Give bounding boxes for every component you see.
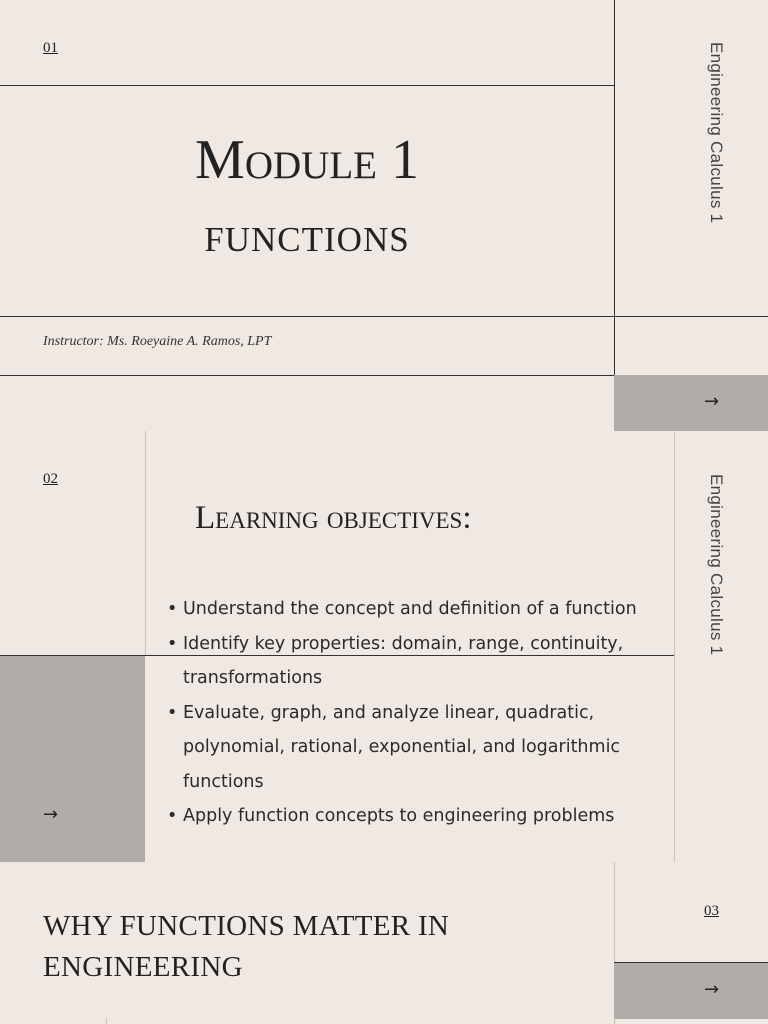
slide1-next-button[interactable]: → bbox=[614, 375, 768, 431]
objectives-list: Understand the concept and definition of… bbox=[165, 592, 675, 834]
slide1-header-divider bbox=[0, 85, 614, 86]
slide3-next-button[interactable]: → bbox=[614, 963, 768, 1019]
slide3-number: 03 bbox=[704, 903, 719, 919]
list-item: Apply function concepts to engineering p… bbox=[165, 799, 675, 834]
slide1-title-topic: functions bbox=[204, 206, 410, 262]
slide1-number: 01 bbox=[43, 40, 58, 56]
list-item: Evaluate, graph, and analyze linear, qua… bbox=[165, 696, 675, 800]
why-functions-heading: WHY FUNCTIONS MATTER IN ENGINEERING bbox=[43, 910, 450, 983]
slide2-left-divider bbox=[145, 431, 146, 656]
slide2-course-label: Engineering Calculus 1 bbox=[707, 474, 726, 656]
slide1-course-label: Engineering Calculus 1 bbox=[707, 42, 726, 224]
slide1-instructor-bottom-divider bbox=[0, 375, 768, 376]
learning-objectives-heading: Learning objectives: bbox=[195, 500, 472, 536]
slide3-side-divider bbox=[614, 862, 615, 1024]
slide3-side-horizontal-divider bbox=[614, 962, 768, 963]
arrow-right-icon: → bbox=[704, 391, 720, 412]
instructor-label: Instructor: Ms. Roeyaine A. Ramos, LPT bbox=[43, 334, 272, 349]
list-item: Identify key properties: domain, range, … bbox=[165, 627, 675, 696]
list-item: Understand the concept and definition of… bbox=[165, 592, 675, 627]
slide3-bottom-tick bbox=[106, 1018, 107, 1024]
slide1-title-bottom-divider bbox=[0, 316, 768, 317]
arrow-right-icon: → bbox=[43, 804, 59, 825]
slide1-title-module: Module 1 bbox=[195, 129, 419, 191]
slide2-next-button[interactable]: → bbox=[0, 656, 145, 862]
slide1-side-divider bbox=[614, 0, 615, 431]
slide2-number: 02 bbox=[43, 471, 58, 487]
arrow-right-icon: → bbox=[704, 979, 720, 1000]
